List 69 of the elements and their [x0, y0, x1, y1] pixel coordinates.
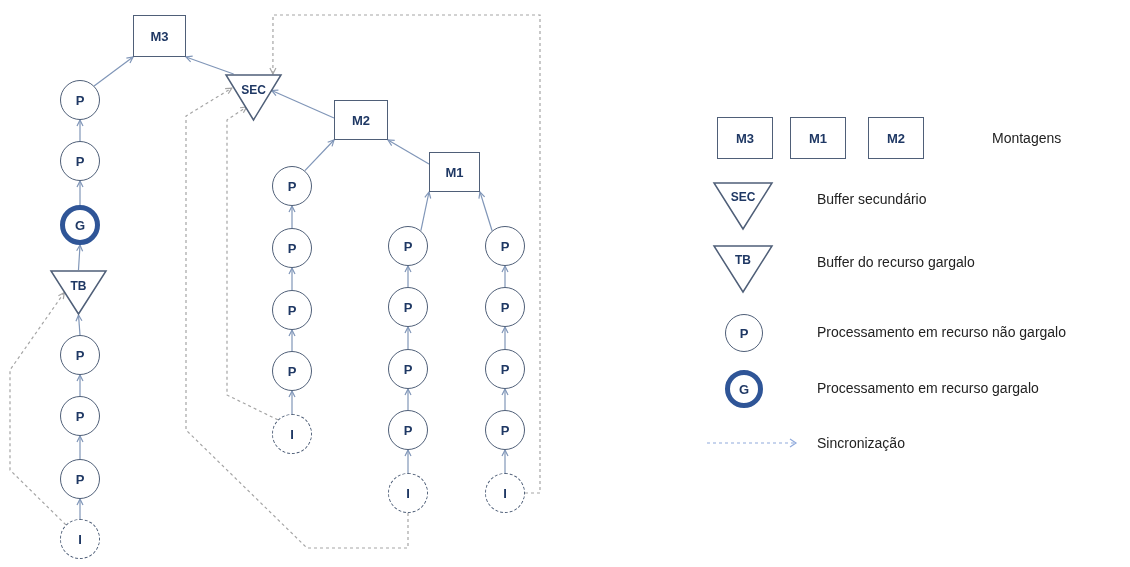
legend-text: Sincronização	[817, 435, 905, 451]
legend-text: Processamento em recurso não gargalo	[817, 324, 1067, 340]
arrow	[404, 326, 412, 350]
process-circle: P	[388, 226, 428, 266]
process-circle: P	[60, 459, 100, 499]
dashed-circle: I	[388, 473, 428, 513]
arrow	[185, 55, 235, 75]
arrow	[76, 498, 84, 520]
dashed-circle: I	[60, 519, 100, 559]
dashed-arrow	[269, 14, 541, 494]
process-circle: P	[60, 80, 100, 120]
process-circle: P	[485, 349, 525, 389]
assembly-box: M1	[429, 152, 480, 192]
arrow	[501, 326, 509, 350]
arrow	[404, 265, 412, 288]
process-circle: P	[60, 141, 100, 181]
arrow	[501, 449, 509, 474]
arrow	[288, 205, 296, 229]
arrow	[271, 89, 335, 119]
process-circle: P	[272, 351, 312, 391]
arrow	[420, 191, 432, 232]
dashed-circle: I	[272, 414, 312, 454]
process-circle: P	[485, 410, 525, 450]
arrow	[387, 139, 430, 165]
arrow	[478, 191, 493, 232]
arrow	[501, 388, 509, 411]
process-circle: P	[485, 226, 525, 266]
legend-text: Montagens	[992, 130, 1062, 146]
arrow	[304, 139, 335, 172]
arrow	[76, 374, 84, 397]
process-circle: P	[388, 287, 428, 327]
legend-text: Buffer secundário	[817, 191, 927, 207]
process-circle: P	[388, 410, 428, 450]
legend-text: Buffer do recurso gargalo	[817, 254, 975, 270]
arrow	[288, 390, 296, 415]
arrow	[288, 267, 296, 291]
assembly-box: M2	[334, 100, 388, 140]
process-circle: P	[60, 396, 100, 436]
dashed-circle: I	[485, 473, 525, 513]
arrow	[288, 329, 296, 352]
arrow	[404, 388, 412, 411]
buffer-triangle: SEC	[225, 74, 282, 121]
arrow	[404, 449, 412, 474]
assembly-box: M3	[133, 15, 186, 57]
legend-box: M1	[790, 117, 846, 159]
legend-triangle: TB	[713, 245, 773, 293]
dashed-arrow	[226, 106, 279, 421]
arrow	[76, 119, 84, 142]
dashed-arrow	[9, 291, 67, 526]
process-circle: P	[60, 335, 100, 375]
legend-bottleneck-circle: G	[725, 370, 763, 408]
arrow	[76, 244, 84, 271]
legend-box: M3	[717, 117, 773, 159]
arrow	[75, 314, 83, 336]
arrow	[93, 56, 134, 87]
arrow	[76, 435, 84, 460]
process-circle: P	[388, 349, 428, 389]
process-circle: P	[272, 290, 312, 330]
process-circle: P	[272, 166, 312, 206]
dashed-arrow	[185, 87, 409, 549]
legend-text: Processamento em recurso gargalo	[817, 380, 1039, 396]
process-circle: P	[272, 228, 312, 268]
arrow	[501, 265, 509, 288]
arrow	[76, 180, 84, 206]
buffer-triangle: TB	[50, 270, 107, 315]
bottleneck-circle: G	[60, 205, 100, 245]
process-circle: P	[485, 287, 525, 327]
legend-box: M2	[868, 117, 924, 159]
legend-triangle: SEC	[713, 182, 773, 230]
